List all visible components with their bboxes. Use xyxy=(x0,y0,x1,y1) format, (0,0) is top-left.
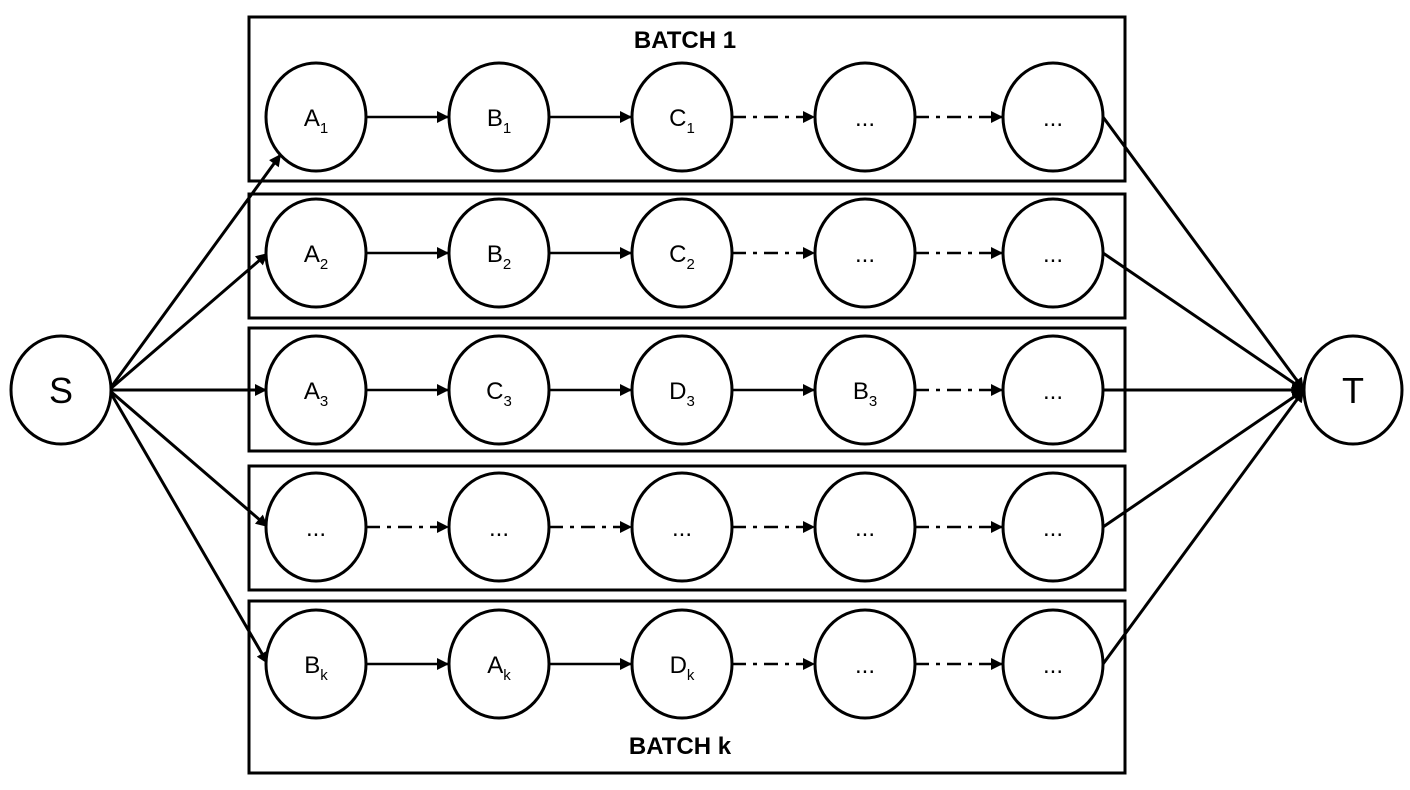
node-circle xyxy=(447,61,551,173)
node-circle xyxy=(630,471,734,583)
node-circle xyxy=(447,197,551,309)
batch-node: ... xyxy=(1001,197,1105,309)
node-label: ... xyxy=(855,515,875,542)
node-circle xyxy=(1302,334,1404,446)
node-circle xyxy=(447,334,551,446)
node-circle xyxy=(1001,61,1105,173)
node-label: C3 xyxy=(486,378,512,410)
node-circle xyxy=(1001,471,1105,583)
node-label: Ak xyxy=(487,652,511,684)
batch-node: B2 xyxy=(447,197,551,309)
batch-node: ... xyxy=(813,197,917,309)
batch-node: Bk xyxy=(264,608,368,720)
node-label: B2 xyxy=(487,241,511,273)
batch-node: A1 xyxy=(264,61,368,173)
batch-node: ... xyxy=(813,61,917,173)
node-label: ... xyxy=(1043,515,1063,542)
node-circle xyxy=(813,471,917,583)
batch-node: B3 xyxy=(813,334,917,446)
node-circle xyxy=(447,608,551,720)
node-circle xyxy=(1001,608,1105,720)
node-label: ... xyxy=(1043,652,1063,679)
batch-node: B1 xyxy=(447,61,551,173)
batch-node: C1 xyxy=(630,61,734,173)
node-circle xyxy=(813,608,917,720)
node-label: ... xyxy=(855,241,875,268)
batch-node: Dk xyxy=(630,608,734,720)
node-label: C2 xyxy=(669,241,695,273)
node-label: A3 xyxy=(304,378,328,410)
node-label: S xyxy=(49,370,73,411)
node-label: B3 xyxy=(853,378,877,410)
batch-node: ... xyxy=(1001,471,1105,583)
node-label: T xyxy=(1342,370,1364,411)
batch-node: ... xyxy=(1001,334,1105,446)
node-circle xyxy=(264,608,368,720)
batch-node: A2 xyxy=(264,197,368,309)
batch-node: ... xyxy=(264,471,368,583)
batch-node: ... xyxy=(1001,61,1105,173)
sink-edge xyxy=(1102,388,1305,529)
node-label: ... xyxy=(672,515,692,542)
batch-node: A3 xyxy=(264,334,368,446)
batch-node: C2 xyxy=(630,197,734,309)
node-circle xyxy=(264,197,368,309)
node-circle xyxy=(264,334,368,446)
source-edge xyxy=(107,389,270,665)
node-circle xyxy=(813,334,917,446)
node-label: B1 xyxy=(487,105,511,137)
batch-node: ... xyxy=(813,471,917,583)
node-circle xyxy=(9,334,113,446)
node-circle xyxy=(630,608,734,720)
node-circle xyxy=(447,471,551,583)
node-circle xyxy=(630,334,734,446)
node-circle xyxy=(1001,197,1105,309)
node-label: ... xyxy=(306,515,326,542)
node-label: ... xyxy=(855,105,875,132)
node-label: Dk xyxy=(670,652,695,684)
node-circle xyxy=(630,197,734,309)
source-edge xyxy=(108,251,269,392)
batch-box xyxy=(247,599,1127,775)
node-circle xyxy=(264,471,368,583)
node-circle xyxy=(264,61,368,173)
node-circle xyxy=(813,61,917,173)
batch-node: Ak xyxy=(447,608,551,720)
node-label: ... xyxy=(855,652,875,679)
batch-node: ... xyxy=(1001,608,1105,720)
node-label: A2 xyxy=(304,241,328,273)
source-edge xyxy=(107,153,283,391)
node-label: Bk xyxy=(304,652,328,684)
batch-k-title: BATCH k xyxy=(629,733,732,760)
batch-node: C3 xyxy=(447,334,551,446)
batch-node: ... xyxy=(813,608,917,720)
node-label: D3 xyxy=(669,378,695,410)
batch-node: ... xyxy=(630,471,734,583)
node-label: ... xyxy=(1043,105,1063,132)
node-circle xyxy=(1001,334,1105,446)
node-label: ... xyxy=(1043,241,1063,268)
node-label: A1 xyxy=(304,105,328,137)
sink-edge xyxy=(1101,116,1306,391)
source-edge xyxy=(108,388,269,529)
node-label: C1 xyxy=(669,105,695,137)
node-label: ... xyxy=(1043,378,1063,405)
node-circle xyxy=(630,61,734,173)
sink-edge xyxy=(1101,389,1306,665)
batch-box xyxy=(247,192,1127,320)
batch-node: D3 xyxy=(630,334,734,446)
batch-1-title: BATCH 1 xyxy=(634,27,736,54)
sink-edge xyxy=(1102,251,1305,392)
batch-box xyxy=(247,464,1127,592)
node-label: ... xyxy=(489,515,509,542)
node-circle xyxy=(813,197,917,309)
batch-box xyxy=(247,15,1127,183)
sink-node-t: T xyxy=(1302,334,1404,446)
batch-node: ... xyxy=(447,471,551,583)
source-node-s: S xyxy=(9,334,113,446)
